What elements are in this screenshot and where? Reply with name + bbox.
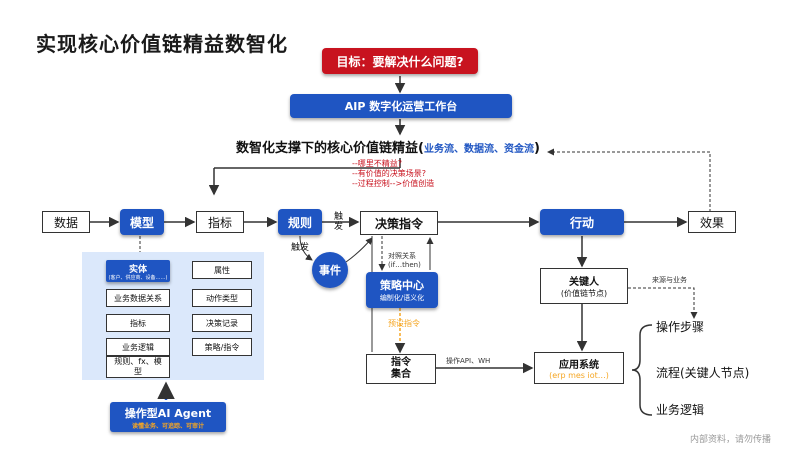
aip-workbench: AIP 数字化运营工作台	[290, 94, 512, 118]
key-person-title: 关键人	[569, 277, 599, 288]
panel-rules-fx-model: 规则、fx、模 型	[106, 356, 170, 378]
node-model: 模型	[120, 209, 164, 235]
label-source: 来源与业务	[652, 276, 687, 284]
ai-agent-box: 操作型AI Agent 读懂业务、可追踪、可审计	[110, 402, 226, 432]
node-command-set: 指令 集合	[366, 354, 436, 384]
value-chain-header: 数智化支撑下的核心价值链精益(业务流、数据流、资金流)	[236, 137, 540, 156]
label-trigger-2: 触发	[291, 243, 310, 253]
outcomes-brace	[631, 324, 653, 416]
header-main-text: 数智化支撑下的核心价值链精益(	[236, 141, 424, 156]
panel-business-logic: 业务逻辑	[106, 338, 170, 356]
agent-title: 操作型AI Agent	[124, 406, 212, 420]
key-person-subtitle: (价值链节点)	[560, 289, 608, 298]
arrow-source	[628, 287, 698, 319]
footer-note: 内部资料，请勿传播	[690, 435, 772, 445]
goal-box: 目标：要解决什么问题?	[322, 48, 478, 74]
header-flows-text: 业务流、数据流、资金流	[423, 144, 534, 155]
note-1: --哪里不精益?	[352, 159, 403, 168]
header-close-text: )	[533, 141, 540, 156]
page-title: 实现核心价值链精益数智化	[36, 32, 288, 56]
entity-subtitle: (客户、供应商、设备……)	[108, 274, 168, 281]
arrow-rule-event	[299, 235, 313, 261]
panel-entity: 实体 (客户、供应商、设备……)	[106, 260, 170, 282]
node-event: 事件	[312, 252, 348, 288]
node-rule: 规则	[278, 209, 322, 235]
label-trigger-1: 触 发	[334, 212, 344, 232]
label-mapping: 对照关系 (if…then)	[388, 252, 421, 269]
node-action: 行动	[540, 209, 624, 235]
label-preset: 预设指令	[388, 319, 420, 328]
node-key-person: 关键人 (价值链节点)	[540, 268, 628, 304]
node-effect: 效果	[688, 211, 736, 233]
node-data: 数据	[42, 211, 90, 233]
node-metric: 指标	[196, 211, 244, 233]
strategy-title: 策略中心	[380, 279, 424, 292]
note-3: --过程控制-->价值创造	[352, 179, 435, 188]
panel-business-data-relation: 业务数据关系	[106, 289, 170, 307]
arrow-event-decision	[345, 237, 373, 263]
panel-decision-record: 决策记录	[192, 314, 252, 332]
strategy-subtitle: 编制化/语义化	[379, 294, 425, 302]
panel-action-type: 动作类型	[192, 289, 252, 307]
node-strategy: 策略中心 编制化/语义化	[366, 272, 438, 308]
note-2: --有价值的决策场景?	[352, 169, 427, 178]
panel-strategy-command: 策略/指令	[192, 338, 252, 356]
panel-attribute: 属性	[192, 261, 252, 279]
app-subtitle: (erp mes iot…)	[549, 371, 609, 380]
label-ops: 操作API、WH	[446, 357, 491, 365]
arrow-effect-feedback	[547, 148, 711, 212]
entity-title: 实体	[128, 264, 147, 275]
node-app-system: 应用系统 (erp mes iot…)	[534, 352, 624, 384]
node-decision: 决策指令	[360, 211, 438, 235]
outcome-3: 业务逻辑	[656, 403, 705, 417]
app-title: 应用系统	[559, 360, 599, 371]
outcome-1: 操作步骤	[656, 320, 705, 334]
outcome-2: 流程(关键人节点)	[656, 366, 750, 380]
panel-metric: 指标	[106, 314, 170, 332]
agent-subtitle: 读懂业务、可追踪、可审计	[131, 422, 204, 430]
